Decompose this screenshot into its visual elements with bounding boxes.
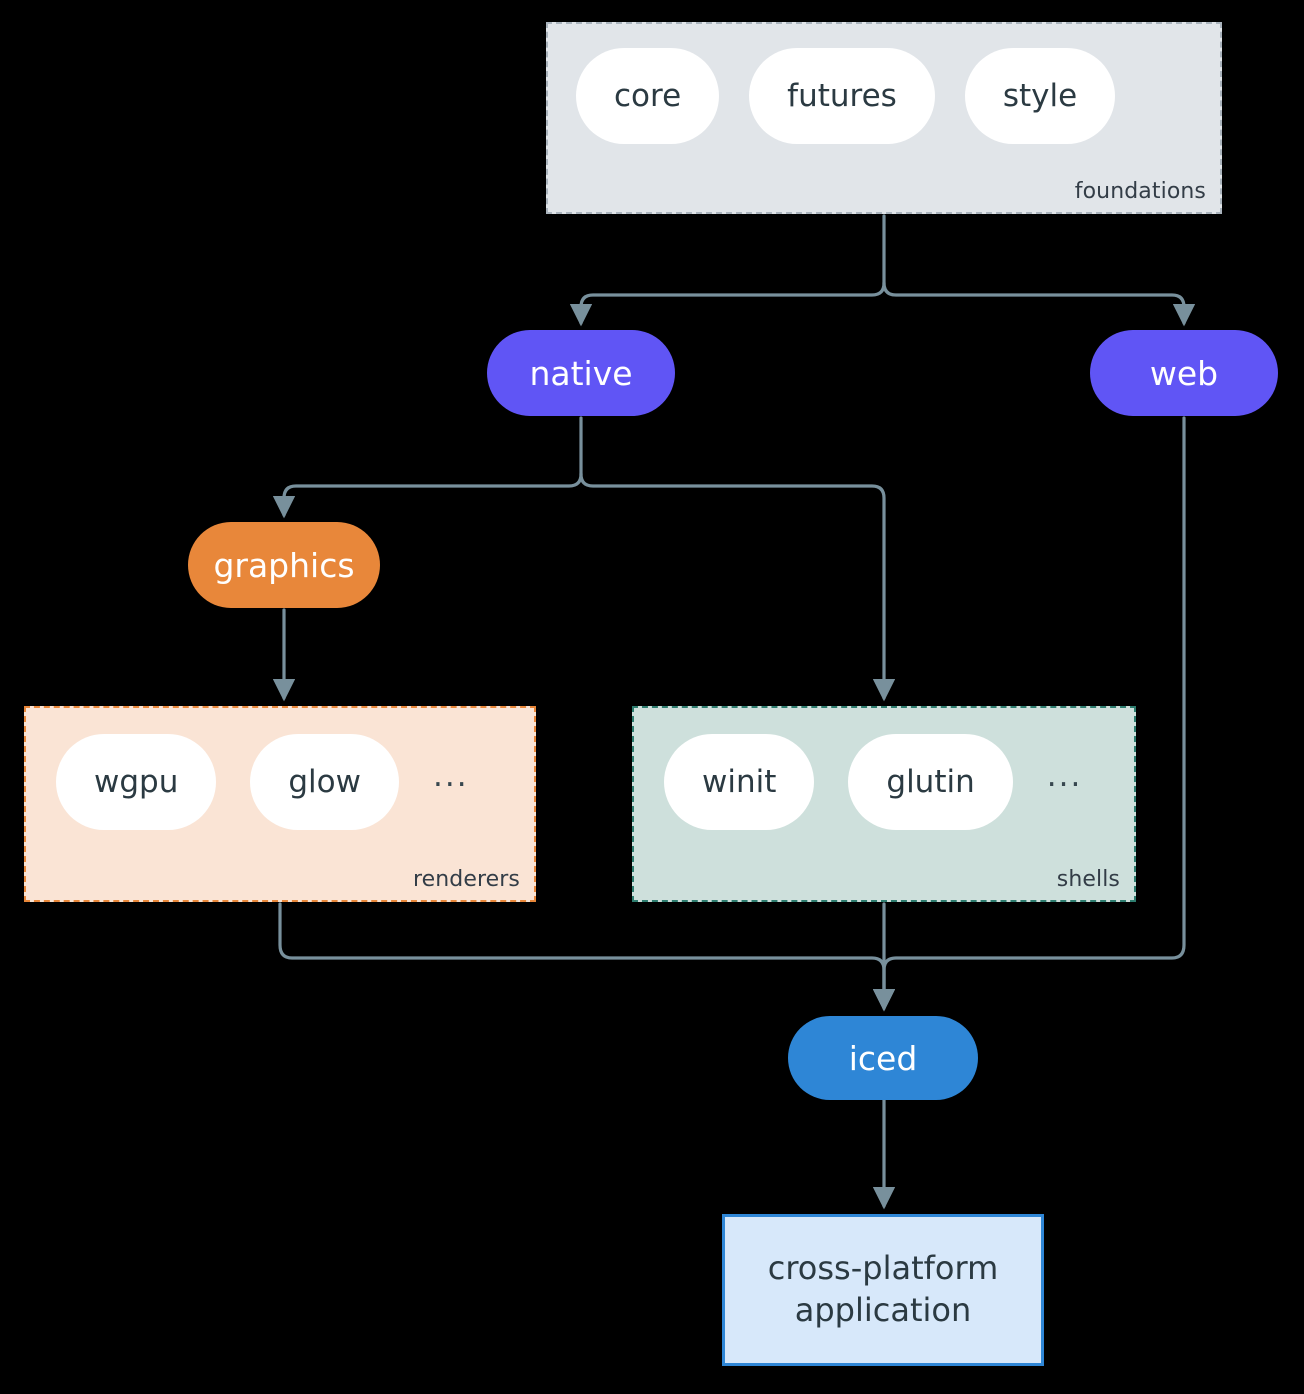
edge-renderers-to-iced [278, 902, 896, 1012]
node-glutin[interactable]: glutin [848, 734, 1013, 830]
node-web[interactable]: web [1090, 330, 1278, 416]
foundations-items: core futures style [576, 48, 1116, 144]
group-label-foundations: foundations [1074, 179, 1206, 204]
edge-native-to-graphics [272, 472, 583, 519]
edge-foundations-to-native [569, 281, 886, 327]
edge-native-to-shells [579, 472, 896, 702]
node-futures[interactable]: futures [749, 48, 935, 144]
node-core[interactable]: core [576, 48, 720, 144]
node-native[interactable]: native [487, 330, 675, 416]
node-cross-platform-application[interactable]: cross-platform application [722, 1214, 1044, 1366]
renderers-items: wgpu glow ... [56, 734, 469, 830]
node-iced[interactable]: iced [788, 1016, 978, 1100]
node-style[interactable]: style [964, 48, 1116, 144]
application-line-2: application [794, 1291, 972, 1329]
node-graphics[interactable]: graphics [188, 522, 380, 608]
node-wgpu[interactable]: wgpu [56, 734, 217, 830]
group-foundations: core futures style foundations [546, 22, 1222, 214]
group-shells: winit glutin ... shells [632, 706, 1136, 902]
shells-items: winit glutin ... [664, 734, 1082, 830]
group-label-shells: shells [1056, 867, 1120, 892]
shells-more-ellipsis: ... [1046, 758, 1083, 794]
group-label-renderers: renderers [412, 867, 520, 892]
renderers-more-ellipsis: ... [432, 758, 469, 794]
application-line-1: cross-platform [767, 1249, 999, 1288]
node-winit[interactable]: winit [664, 734, 815, 830]
edge-foundations-to-web [882, 281, 1196, 327]
group-renderers: wgpu glow ... renderers [24, 706, 536, 902]
node-glow[interactable]: glow [250, 734, 399, 830]
